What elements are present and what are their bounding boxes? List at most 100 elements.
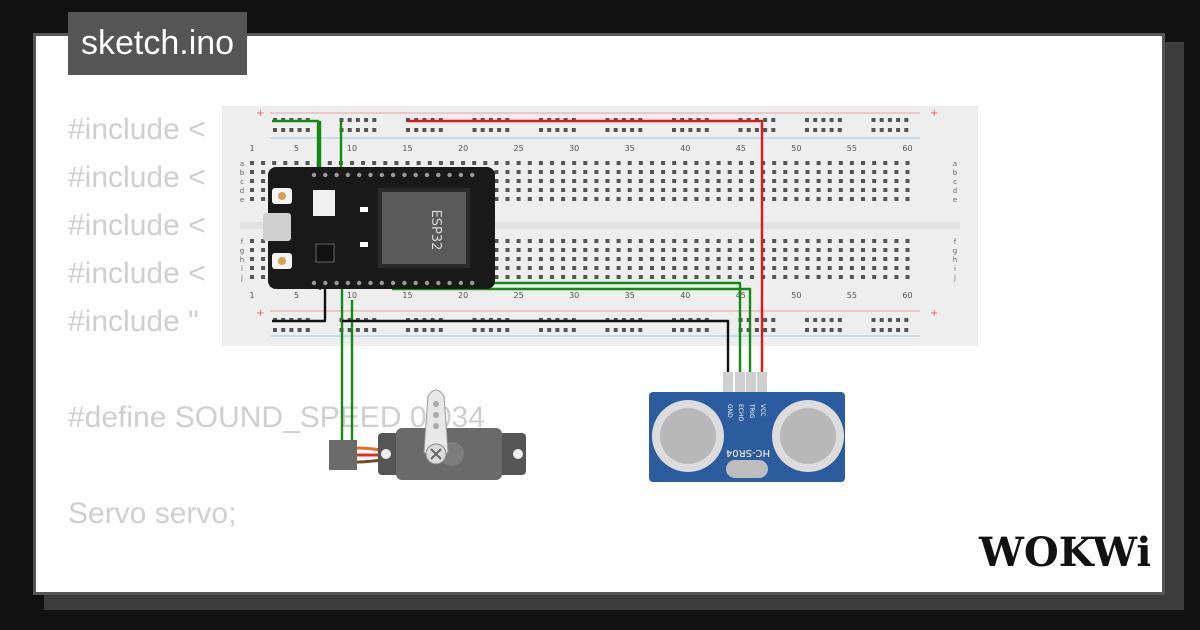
breadboard-hole	[616, 266, 621, 270]
breadboard-hole	[738, 170, 743, 174]
breadboard-hole	[661, 275, 666, 279]
breadboard-hole	[494, 170, 499, 174]
breadboard-hole	[583, 170, 588, 174]
breadboard-hole	[616, 248, 621, 252]
breadboard-hole	[605, 328, 610, 332]
servo-horn-hole	[433, 412, 439, 418]
breadboard-hole	[763, 328, 768, 332]
breadboard-hole	[813, 128, 818, 132]
breadboard-hole	[872, 197, 877, 201]
breadboard-hole	[571, 128, 576, 132]
sensor-pin-label: TRIG	[748, 403, 755, 419]
ultrasonic-sensor[interactable]: HC-SR04 GND ECHO TRIG VCC	[649, 372, 845, 482]
breadboard-hole	[783, 161, 788, 165]
board-pin	[311, 280, 317, 286]
breadboard-hole	[416, 161, 421, 165]
breadboard-hole	[672, 197, 677, 201]
breadboard-hole	[538, 179, 543, 183]
breadboard-hole	[905, 275, 910, 279]
breadboard-hole	[783, 239, 788, 243]
breadboard-hole	[813, 118, 818, 122]
servo-motor[interactable]	[329, 389, 526, 480]
breadboard-hole	[772, 197, 777, 201]
breadboard-hole	[414, 128, 419, 132]
breadboard-hole	[638, 239, 643, 243]
crystal-oscillator	[726, 460, 768, 478]
breadboard-hole	[422, 328, 427, 332]
breadboard-hole	[905, 257, 910, 261]
breadboard-hole	[861, 161, 865, 165]
breadboard-hole	[694, 188, 699, 192]
breadboard-hole	[422, 128, 427, 132]
column-number: 40	[680, 144, 690, 153]
breadboard-hole	[605, 179, 610, 183]
breadboard-hole	[879, 118, 884, 122]
wokwi-logo[interactable]: WOKWi	[975, 522, 1150, 578]
column-number: 50	[791, 144, 801, 153]
breadboard-hole	[561, 239, 566, 243]
breadboard-hole	[505, 266, 510, 270]
row-letter: f	[954, 238, 957, 246]
breadboard-hole	[594, 248, 599, 252]
breadboard-hole	[694, 257, 699, 261]
breadboard-hole	[805, 328, 809, 332]
breadboard-hole	[746, 128, 751, 132]
breadboard-hole	[516, 239, 521, 243]
sensor-pin-label: VCC	[759, 404, 766, 416]
column-number: 35	[625, 144, 635, 153]
breadboard-hole	[872, 248, 877, 252]
breadboard-hole	[872, 188, 877, 192]
breadboard-hole	[829, 318, 834, 322]
breadboard-hole	[494, 179, 499, 183]
breadboard-hole	[894, 188, 899, 192]
esp32-board[interactable]: ESP32	[263, 167, 495, 289]
breadboard-hole	[261, 179, 266, 183]
breadboard-hole	[816, 197, 821, 201]
center-channel	[240, 222, 960, 229]
breadboard-hole	[538, 266, 543, 270]
breadboard-hole	[638, 275, 643, 279]
breadboard-hole	[894, 179, 899, 183]
breadboard-hole	[516, 197, 521, 201]
breadboard-hole	[883, 179, 888, 183]
breadboard-hole	[805, 275, 810, 279]
breadboard-hole	[561, 188, 566, 192]
breadboard-hole	[883, 248, 888, 252]
breadboard-hole	[772, 275, 777, 279]
breadboard-hole	[805, 239, 810, 243]
breadboard-hole	[627, 197, 632, 201]
breadboard-hole	[364, 118, 369, 122]
breadboard-hole	[772, 239, 777, 243]
breadboard-hole	[561, 170, 566, 174]
breadboard-hole	[694, 275, 699, 279]
breadboard-hole	[550, 188, 554, 192]
breadboard-hole	[583, 275, 588, 279]
breadboard-hole	[716, 248, 721, 252]
breadboard-hole	[372, 128, 377, 132]
breadboard-hole	[838, 161, 843, 165]
board-ground-wire	[272, 284, 327, 323]
breadboard-hole	[494, 275, 499, 279]
breadboard-hole	[438, 128, 443, 132]
breadboard-hole	[694, 197, 699, 201]
breadboard-hole	[794, 275, 799, 279]
column-number: 40	[680, 291, 690, 300]
breadboard-hole	[550, 179, 554, 183]
board-pin	[357, 172, 362, 178]
breadboard-hole	[516, 170, 521, 174]
breadboard-hole	[827, 266, 832, 270]
breadboard-hole	[771, 128, 776, 132]
breadboard-hole	[904, 128, 909, 132]
column-numbers: 1155101015152020252530303535404045455050…	[249, 144, 912, 300]
breadboard-hole	[738, 197, 743, 201]
breadboard-hole	[372, 328, 377, 332]
breadboard-hole	[805, 170, 810, 174]
breadboard-hole	[694, 266, 699, 270]
breadboard-hole	[894, 266, 899, 270]
breadboard-hole	[472, 161, 477, 165]
breadboard-hole	[894, 197, 899, 201]
breadboard-hole	[638, 188, 643, 192]
breadboard-hole	[364, 128, 369, 132]
board-pin	[368, 280, 373, 286]
breadboard-hole	[572, 266, 577, 270]
